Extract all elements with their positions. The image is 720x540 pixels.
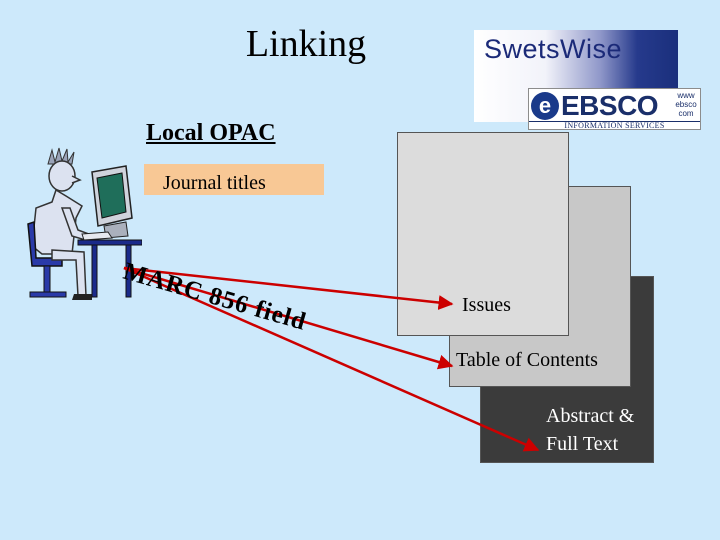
local-opac-heading: Local OPAC [146, 120, 276, 146]
ebsco-name: EBSCO [561, 90, 659, 121]
swetswise-logo-text: SwetsWise [484, 34, 623, 64]
ebsco-web-com: com [678, 109, 694, 118]
arrow-to-issues [123, 266, 454, 310]
ebsco-web-www: www [677, 91, 695, 100]
arrow-to-toc [123, 266, 454, 370]
toc-label: Table of Contents [456, 349, 598, 371]
marc-856-field-label: MARC 856 field [120, 258, 309, 336]
abstract-label-line1: Abstract & [546, 405, 635, 427]
ebsco-mark-icon: e [531, 92, 559, 120]
ebsco-logo: e EBSCO www ebsco com INFORMATION SERVIC… [528, 88, 701, 130]
arrow-to-abstract [123, 266, 540, 452]
journal-titles-box: Journal titles [144, 164, 324, 195]
person-at-computer-icon [27, 147, 142, 300]
abstract-label-line2: Full Text [546, 433, 619, 455]
abstract-label: Abstract & Full Text [546, 402, 634, 458]
issues-label: Issues [462, 294, 511, 316]
ebsco-divider [529, 121, 700, 122]
ebsco-tagline: INFORMATION SERVICES [564, 121, 665, 130]
ebsco-web-address: www ebsco com [671, 91, 701, 118]
ebsco-web-ebsco: ebsco [675, 100, 697, 109]
slide-title: Linking [245, 23, 367, 65]
